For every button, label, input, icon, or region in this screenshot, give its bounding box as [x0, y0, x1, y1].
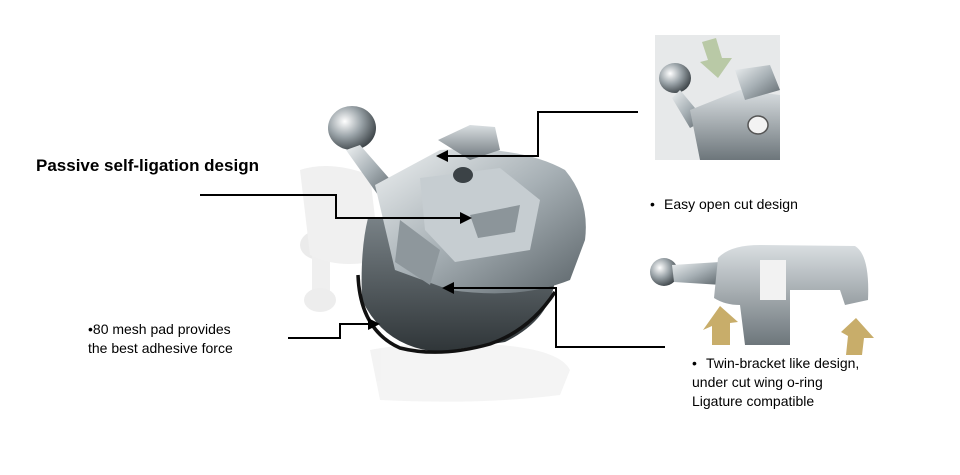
- leader-passive: [200, 194, 462, 219]
- leader-mesh: [288, 323, 370, 339]
- passive-self-ligation-label: Passive self-ligation design: [36, 156, 259, 175]
- mesh-pad-line-1: •80 mesh pad provides: [88, 321, 231, 337]
- twin-bracket-label: • Twin-bracket like design, under cut win…: [692, 354, 859, 411]
- twin-line-3: Ligature compatible: [692, 393, 815, 409]
- bullet: •: [650, 196, 655, 212]
- main-bracket: [328, 106, 586, 354]
- mesh-pad-line-2: the best adhesive force: [88, 340, 233, 356]
- inset-easy-open: [655, 35, 780, 160]
- easy-open-text: Easy open cut design: [664, 196, 798, 212]
- bullet: •: [692, 355, 697, 371]
- leader-twin: [452, 287, 665, 348]
- ghost-bracket: [300, 166, 570, 402]
- inset-twin-bracket: [650, 245, 874, 355]
- mesh-pad-label: •80 mesh pad provides the best adhesive …: [88, 320, 233, 358]
- leader-lines: [200, 111, 665, 348]
- twin-line-2: under cut wing o-ring: [692, 374, 823, 390]
- easy-open-label: • Easy open cut design: [650, 196, 798, 212]
- leader-easy-open: [445, 111, 638, 157]
- twin-line-1: • Twin-bracket like design,: [692, 354, 859, 373]
- twin-line-1-text: Twin-bracket like design,: [706, 355, 860, 371]
